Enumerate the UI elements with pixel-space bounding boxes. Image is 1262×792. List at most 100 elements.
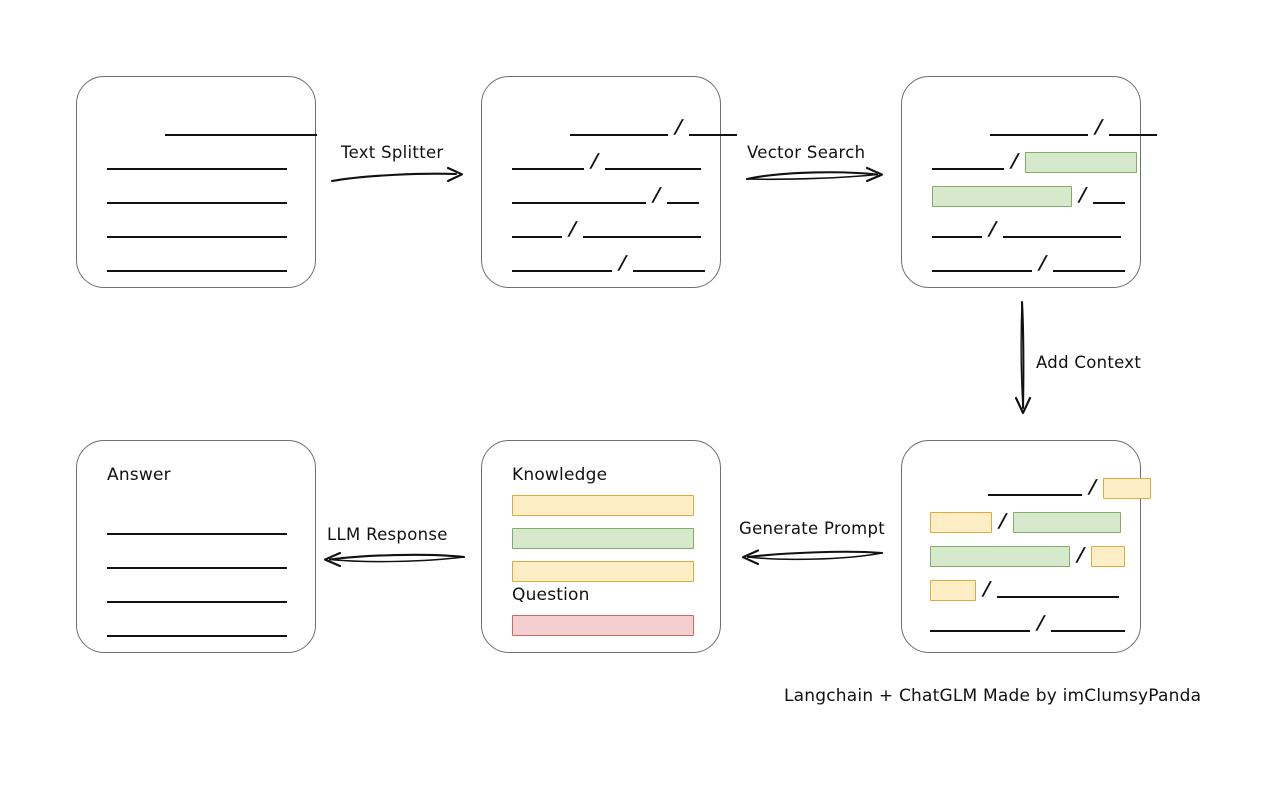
highlighted-chunk-green: [930, 545, 1070, 567]
text-line: [107, 584, 287, 606]
text-underline-segment: [666, 202, 699, 204]
prompt-question-bars: [482, 441, 720, 652]
chunk-separator-slash: /: [616, 252, 629, 274]
chunk-separator-slash: /: [566, 218, 579, 240]
text-line: /: [930, 544, 1125, 567]
context-chunks-content: / / / / /: [902, 441, 1151, 652]
text-line: [107, 618, 287, 640]
matched-chunks-box[interactable]: / / / / /: [901, 76, 1157, 288]
text-line: [107, 550, 287, 572]
chunk-separator-slash: /: [986, 218, 999, 240]
text-underline-segment: [107, 202, 287, 204]
answer-label: Answer: [107, 465, 171, 485]
highlighted-chunk-yellow: [930, 579, 976, 601]
highlighted-chunk-yellow: [1102, 477, 1151, 499]
edge-label-add-context: Add Context: [1036, 353, 1142, 372]
knowledge-label: Knowledge: [512, 465, 608, 485]
chunk-separator-slash: /: [672, 116, 685, 138]
prompt-knowledge-bars: [482, 441, 720, 652]
text-underline-segment: [604, 168, 701, 170]
prompt-bar-yellow: [512, 561, 694, 582]
text-line: [165, 117, 317, 139]
text-underline-segment: [1052, 270, 1125, 272]
text-line: [107, 151, 287, 173]
text-underline-segment: [107, 601, 287, 603]
text-underline-segment: [1092, 202, 1125, 204]
text-underline-segment: [107, 236, 287, 238]
chunk-separator-slash: /: [1076, 184, 1089, 206]
highlighted-chunk-green: [1012, 511, 1121, 533]
chunk-separator-slash: /: [650, 184, 663, 206]
prompt-bar-green: [512, 528, 694, 549]
text-underline-segment: [107, 533, 287, 535]
text-underline-segment: [1002, 236, 1121, 238]
text-underline-segment: [932, 270, 1032, 272]
text-line: /: [930, 612, 1125, 635]
text-line: /: [988, 476, 1151, 499]
text-line: /: [512, 150, 701, 173]
text-underline-segment: [512, 236, 562, 238]
text-underline-segment: [107, 168, 287, 170]
edge-label-vector-search: Vector Search: [747, 143, 866, 162]
text-line: [107, 185, 287, 207]
highlighted-chunk-yellow: [1090, 545, 1125, 567]
text-underline-segment: [1108, 134, 1157, 136]
text-line: /: [512, 218, 701, 241]
chunk-separator-slash: /: [1092, 116, 1105, 138]
text-underline-segment: [512, 270, 612, 272]
matched-chunks-content: / / / / /: [902, 77, 1157, 287]
text-underline-segment: [990, 134, 1088, 136]
text-underline-segment: [988, 494, 1082, 496]
prompt-box[interactable]: Knowledge Question: [481, 440, 721, 653]
edge-label-text-splitter: Text Splitter: [341, 143, 444, 162]
text-underline-segment: [570, 134, 668, 136]
chunk-separator-slash: /: [980, 578, 993, 600]
text-underline-segment: [165, 134, 317, 136]
text-underline-segment: [932, 236, 982, 238]
text-line: /: [932, 252, 1125, 275]
text-line: /: [932, 184, 1125, 207]
highlighted-chunk-yellow: [930, 511, 992, 533]
answer-content: [77, 441, 315, 652]
chunk-separator-slash: /: [1086, 476, 1099, 498]
text-line: /: [570, 116, 737, 139]
chunk-separator-slash: /: [996, 510, 1009, 532]
chunk-separator-slash: /: [1008, 150, 1021, 172]
text-underline-segment: [688, 134, 737, 136]
text-line: /: [932, 150, 1137, 173]
highlighted-chunk-green: [932, 185, 1072, 207]
text-underline-segment: [107, 567, 287, 569]
text-line: /: [990, 116, 1157, 139]
text-line: /: [932, 218, 1121, 241]
chunk-separator-slash: /: [1034, 612, 1047, 634]
arrow-generate-prompt: [734, 546, 886, 570]
text-underline-segment: [932, 168, 1004, 170]
prompt-bar-red: [512, 615, 694, 636]
answer-box[interactable]: Answer: [76, 440, 316, 653]
context-chunks-box[interactable]: / / / / /: [901, 440, 1151, 653]
text-underline-segment: [930, 630, 1030, 632]
text-line: /: [930, 578, 1119, 601]
text-line: [107, 516, 287, 538]
chunk-separator-slash: /: [1074, 544, 1087, 566]
edge-label-generate-prompt: Generate Prompt: [739, 519, 885, 538]
text-underline-segment: [512, 202, 646, 204]
split-chunks-content: / / / / /: [482, 77, 737, 287]
split-chunks-box[interactable]: / / / / /: [481, 76, 737, 288]
diagram-caption: Langchain + ChatGLM Made by imClumsyPand…: [784, 686, 1202, 706]
text-line: [107, 253, 287, 275]
arrow-llm-response: [318, 548, 468, 572]
arrow-add-context: [1008, 300, 1038, 418]
source-document-content: [77, 77, 317, 287]
highlighted-chunk-green: [1024, 151, 1137, 173]
prompt-bar-yellow: [512, 495, 694, 516]
arrow-vector-search: [745, 165, 890, 189]
text-underline-segment: [582, 236, 701, 238]
question-label: Question: [512, 585, 590, 605]
source-document-box[interactable]: [76, 76, 317, 288]
text-underline-segment: [996, 596, 1119, 598]
arrow-text-splitter: [330, 165, 470, 189]
text-underline-segment: [632, 270, 705, 272]
chunk-separator-slash: /: [1036, 252, 1049, 274]
